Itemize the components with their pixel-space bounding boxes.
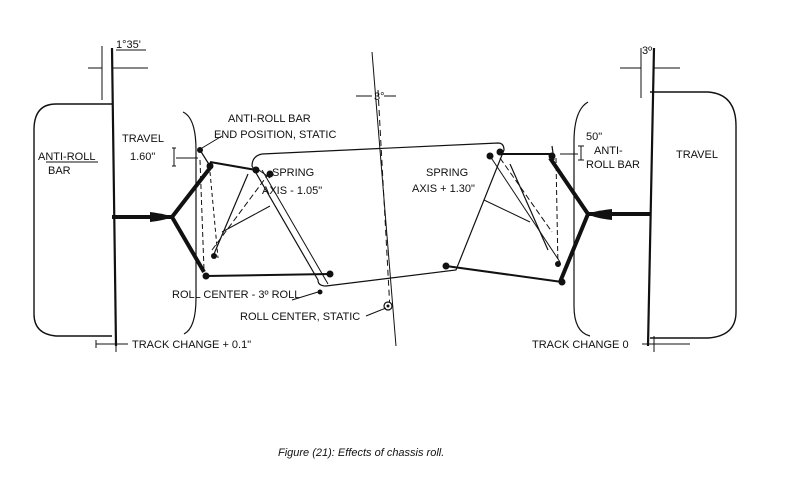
pivot-right-spring-bottom [555, 261, 561, 267]
spring-right-line1: SPRING [426, 167, 468, 179]
spring-left-line2: AXIS - 1.05" [262, 185, 322, 197]
right-upright [548, 156, 650, 283]
right-wheel-centerline [646, 47, 656, 347]
spring-left-line1: SPRING [272, 167, 314, 179]
pivot-left-spring-top [266, 170, 274, 178]
right-spring-axis [499, 157, 553, 233]
anti-roll-bar-right-line1: ANTI- [594, 145, 623, 157]
left-roll-line [261, 169, 329, 285]
pivot-left-lower-outer [202, 272, 210, 280]
right-travel-dashed [555, 157, 559, 269]
roll-center-roll-pointer [291, 291, 319, 301]
anti-roll-bar-left-line1: ANTI-ROLL [38, 151, 95, 163]
pivot-left-anti-roll [197, 147, 203, 153]
pivot-right-lower-inner [442, 262, 450, 270]
left-wheel-centerline [110, 47, 118, 347]
pivot-right-upper-outer [548, 152, 556, 160]
travel-right-label: TRAVEL [676, 149, 718, 161]
right-upright-fill [588, 209, 612, 220]
pivot-right-upper-mid [496, 148, 504, 156]
angle-center-label: 3° [374, 91, 385, 103]
left-spring-axis-arrow [221, 205, 271, 233]
pivot-left-lower-inner [326, 270, 334, 278]
anti-roll-bar-right-line2: ROLL BAR [586, 159, 640, 171]
left-lower-arm [205, 273, 331, 277]
roll-center-roll-marker [317, 289, 323, 295]
anti-roll-end-line2: END POSITION, STATIC [214, 129, 336, 141]
travel-left-value: 1.60" [130, 151, 155, 163]
center-vertical-roll [377, 89, 391, 311]
left-upright-fill [150, 212, 172, 222]
left-travel-dashed [199, 159, 205, 271]
left-spring-axis [211, 171, 271, 251]
spring-right-line2: AXIS + 1.30" [412, 183, 475, 195]
roll-center-static-pointer [365, 307, 387, 317]
pivot-left-upper-outer [206, 162, 214, 170]
roll-center-static-dot [386, 304, 390, 308]
left-tire-inner-edge [182, 111, 197, 335]
figure-caption: Figure (21): Effects of chassis roll. [278, 447, 444, 459]
angle-right-label: 3º [642, 45, 652, 57]
right-travel-dim [560, 145, 584, 161]
anti-roll-end-pointer [201, 135, 223, 149]
pivot-right-lower-outer [558, 278, 566, 286]
center-vertical-static [371, 51, 397, 347]
left-diag-dashed [209, 171, 219, 259]
left-upper-arm [209, 161, 257, 171]
roll-center-static-label: ROLL CENTER, STATIC [240, 311, 360, 323]
right-value-label: 50" [586, 131, 602, 143]
roll-center-roll-label: ROLL CENTER - 3º ROLL [172, 289, 300, 301]
pivot-left-upper-inner [252, 166, 260, 174]
right-spring-axis-arrow [483, 199, 531, 223]
left-spring-bar [213, 173, 249, 255]
right-tire-outline [650, 91, 737, 339]
left-tire-outline [33, 103, 112, 337]
track-change-left-dim [95, 336, 128, 352]
pivot-right-upper-inner [486, 152, 494, 160]
right-lower-arm [445, 265, 563, 283]
travel-left-label: TRAVEL [122, 133, 164, 145]
right-spring-bar [509, 163, 549, 251]
track-change-right-dim [642, 336, 690, 352]
anti-roll-bar-left-line2: BAR [48, 165, 71, 177]
track-change-right-label: TRACK CHANGE 0 [532, 339, 629, 351]
chassis-outline [251, 142, 505, 287]
angle-left-label: 1°35' [116, 39, 141, 51]
track-change-left-label: TRACK CHANGE + 0.1" [132, 339, 251, 351]
pivot-left-spring-bottom [211, 253, 217, 259]
right-roll-line [489, 155, 561, 263]
left-travel-dim [172, 147, 198, 167]
right-tire-inner-edge [573, 101, 591, 337]
anti-roll-end-line1: ANTI-ROLL BAR [228, 113, 311, 125]
